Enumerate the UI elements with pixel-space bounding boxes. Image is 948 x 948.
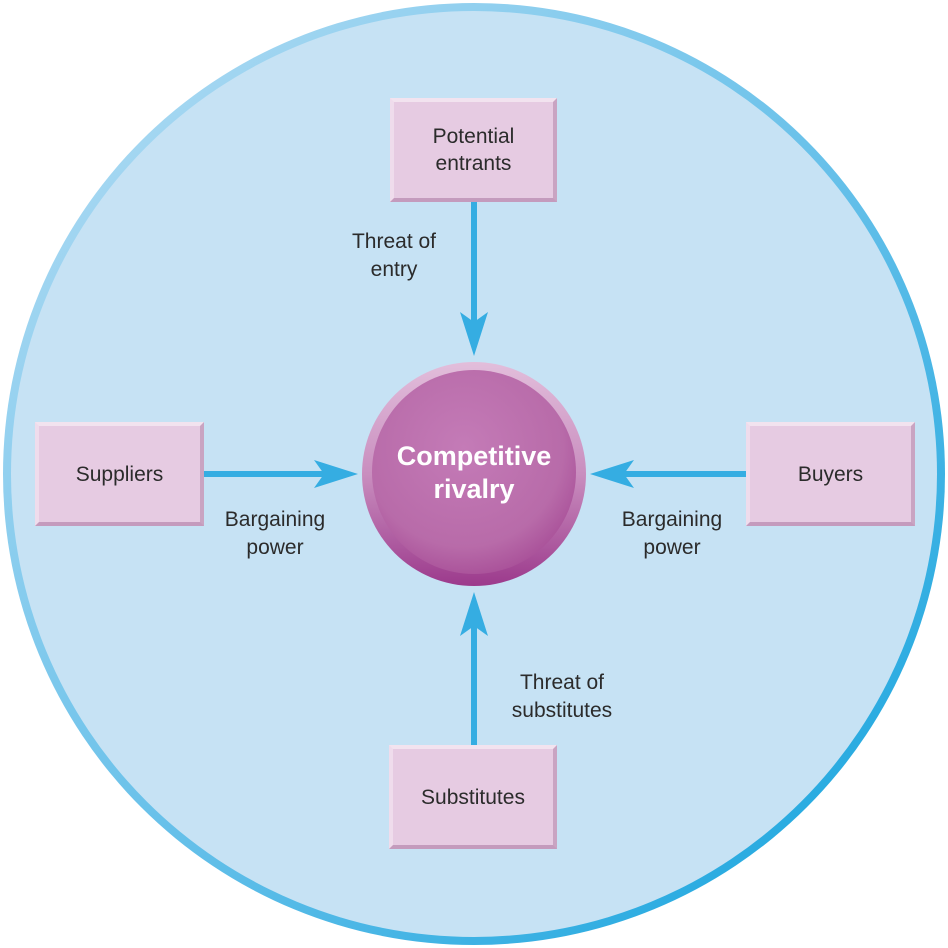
buyers-box: Buyers: [746, 422, 915, 526]
buyers-text: Buyers: [797, 462, 864, 486]
competitive-rivalry-label: Competitive rivalry: [368, 440, 580, 506]
arrow-right: [590, 460, 746, 488]
potential-entrants-box: Potential entrants: [390, 98, 557, 202]
supplier-bargaining-power-label: Bargaining power: [205, 506, 345, 562]
hub-circle: [372, 370, 576, 574]
threat-of-substitutes-line-2: substitutes: [511, 699, 613, 722]
threat-of-substitutes-label: Threat of substitutes: [487, 669, 637, 725]
potential-entrants-line-1: Potential: [432, 125, 515, 148]
threat-of-substitutes-line-1: Threat of: [519, 671, 605, 694]
arrow-top: [460, 200, 488, 356]
substitutes-box: Substitutes: [389, 745, 557, 849]
supplier-bargaining-line-2: power: [246, 536, 304, 559]
center-line-1: Competitive: [396, 441, 552, 471]
substitutes-text: Substitutes: [421, 785, 525, 809]
potential-entrants-line-2: entrants: [435, 152, 512, 175]
threat-of-entry-label: Threat of entry: [324, 228, 464, 284]
supplier-bargaining-line-1: Bargaining: [224, 508, 326, 531]
center-line-2: rivalry: [433, 474, 515, 504]
threat-of-entry-line-1: Threat of: [351, 230, 437, 253]
arrow-left: [204, 460, 358, 488]
suppliers-text: Suppliers: [75, 462, 164, 486]
suppliers-box: Suppliers: [35, 422, 204, 526]
threat-of-entry-line-2: entry: [370, 258, 418, 281]
buyer-bargaining-line-2: power: [643, 536, 701, 559]
arrow-bottom: [460, 592, 488, 746]
buyer-bargaining-line-1: Bargaining: [621, 508, 723, 531]
buyer-bargaining-power-label: Bargaining power: [602, 506, 742, 562]
